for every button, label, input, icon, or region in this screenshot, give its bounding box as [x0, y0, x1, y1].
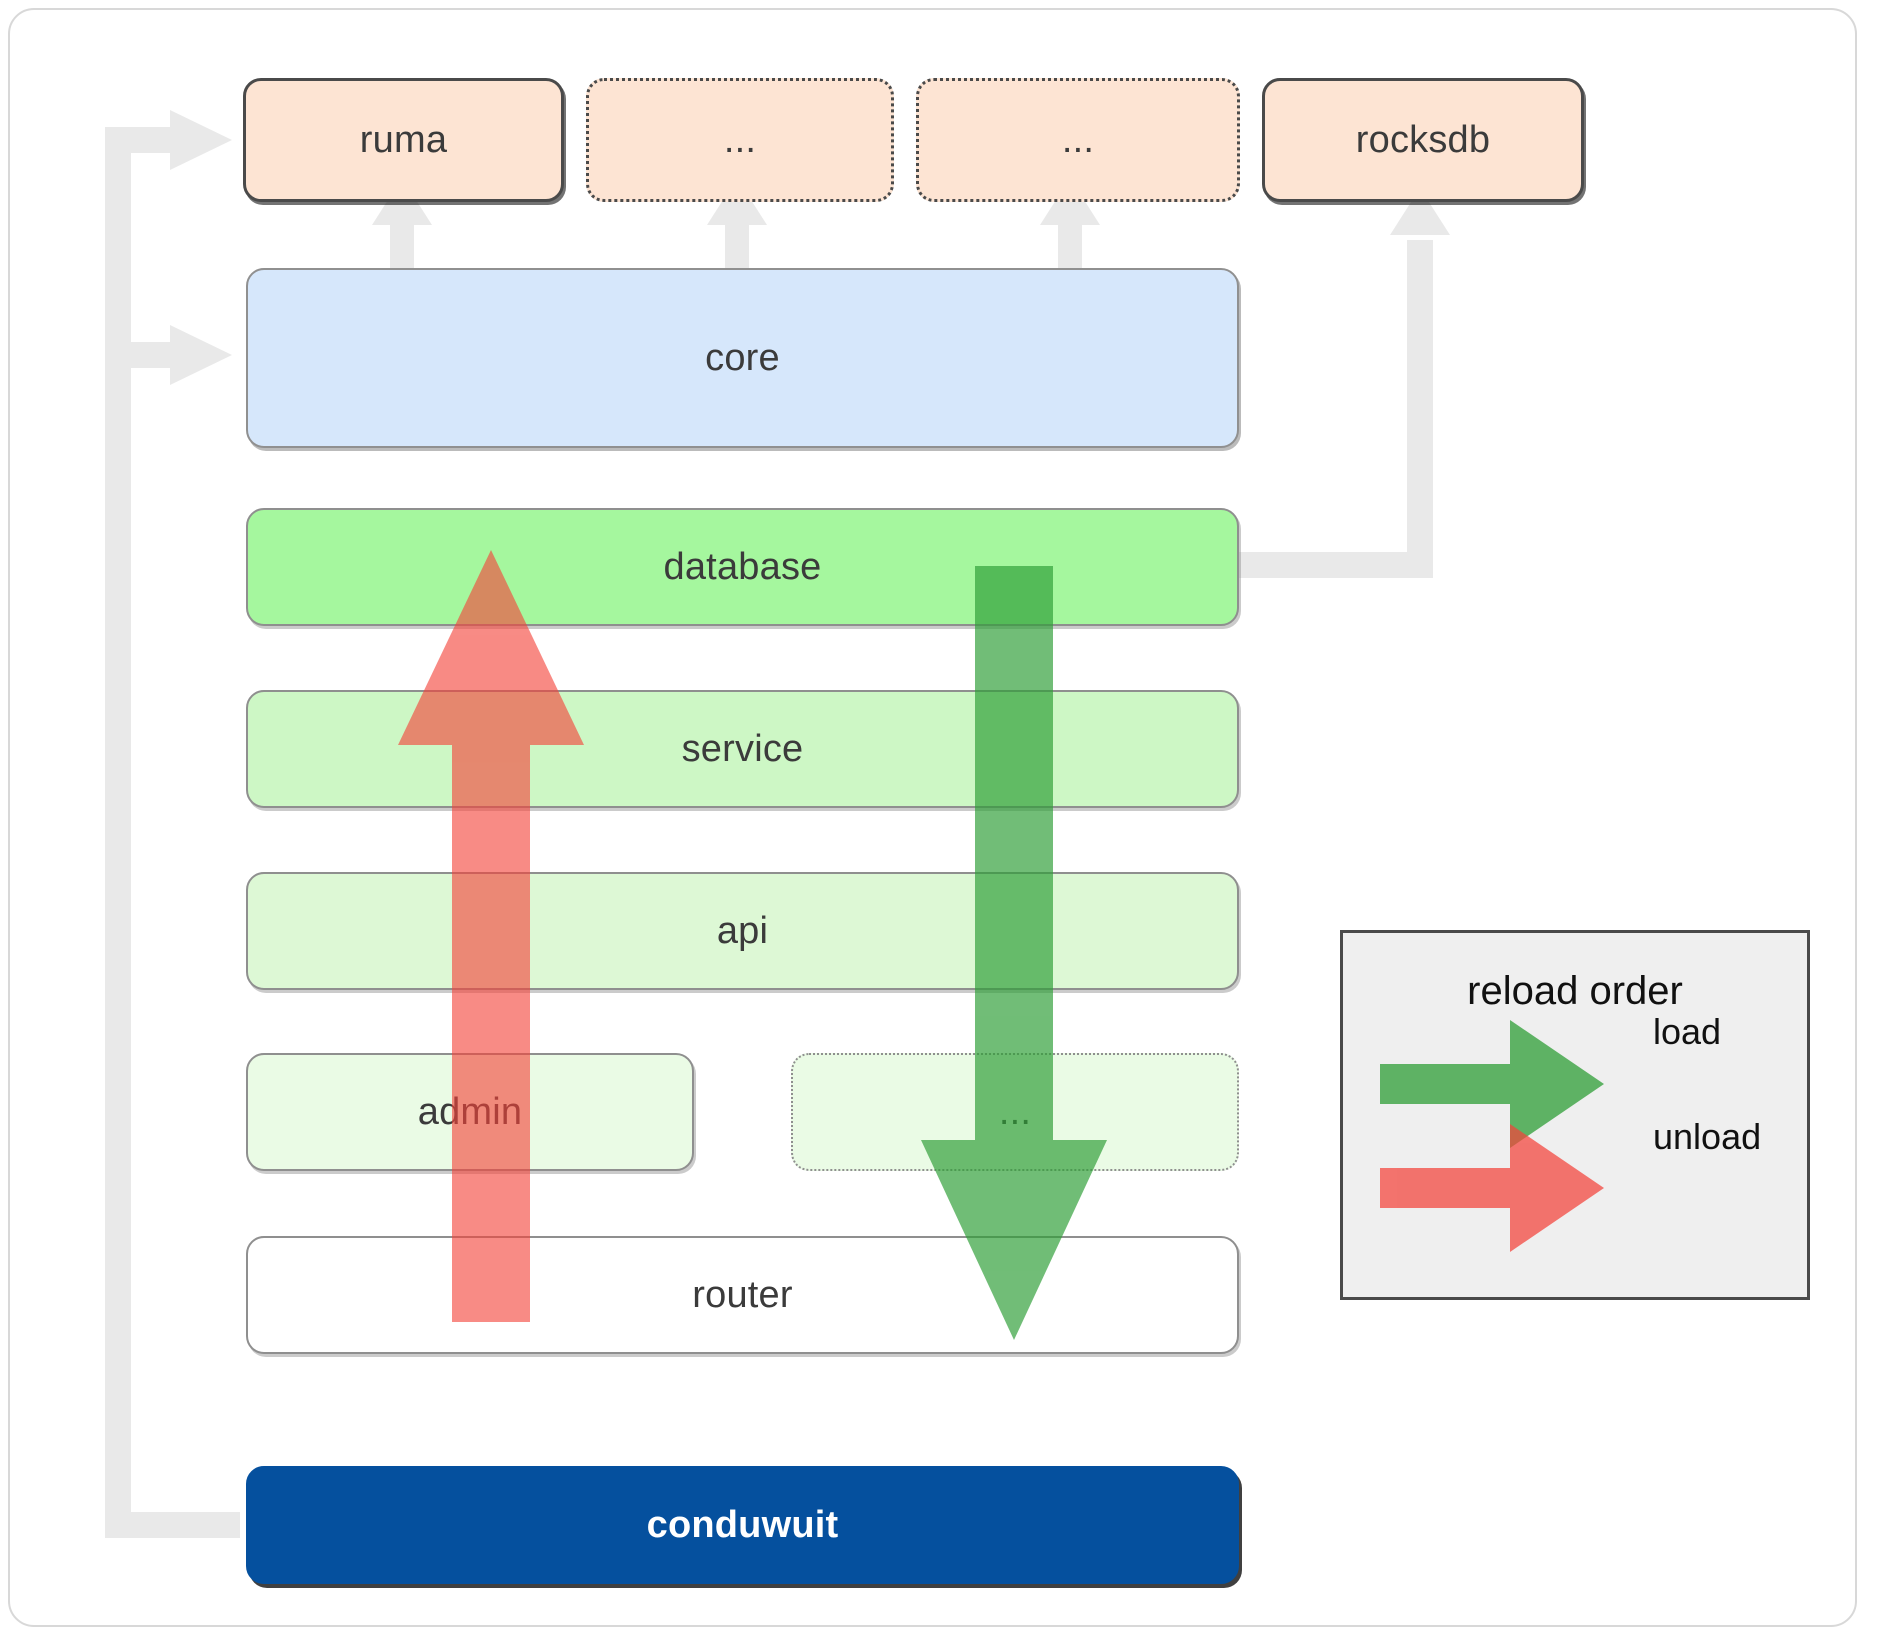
layer-box-router[interactable]: router	[246, 1236, 1239, 1354]
legend-label-load: load	[1653, 1011, 1722, 1052]
application-label: conduwuit	[646, 1503, 839, 1546]
dependency-label: ...	[723, 118, 757, 161]
layer-label: database	[663, 545, 822, 588]
dependency-label: ...	[1061, 118, 1095, 161]
dependency-box-placeholder-2[interactable]: ...	[916, 78, 1240, 202]
dependency-label: ruma	[359, 118, 448, 161]
layer-label: admin	[417, 1090, 523, 1133]
legend-title: reload order	[1467, 969, 1683, 1013]
layer-box-database[interactable]: database	[246, 508, 1239, 626]
layer-box-service[interactable]: service	[246, 690, 1239, 808]
layer-box-core[interactable]: core	[246, 268, 1239, 448]
layer-label: core	[705, 336, 780, 379]
layer-label: api	[716, 909, 769, 952]
dependency-box-rocksdb[interactable]: rocksdb	[1262, 78, 1584, 202]
dependency-box-placeholder-1[interactable]: ...	[586, 78, 894, 202]
layer-label: router	[692, 1273, 793, 1316]
diagram-frame	[8, 8, 1857, 1627]
layer-label: ...	[998, 1090, 1032, 1133]
application-box-conduwuit[interactable]: conduwuit	[246, 1466, 1239, 1584]
layer-box-placeholder[interactable]: ...	[791, 1053, 1239, 1171]
layer-label: service	[681, 727, 804, 770]
layer-box-admin[interactable]: admin	[246, 1053, 694, 1171]
layer-box-api[interactable]: api	[246, 872, 1239, 990]
legend-label-unload: unload	[1653, 1116, 1762, 1157]
dependency-box-ruma[interactable]: ruma	[243, 78, 564, 202]
dependency-label: rocksdb	[1355, 118, 1491, 161]
legend-panel: reload order load unload	[1340, 930, 1810, 1300]
